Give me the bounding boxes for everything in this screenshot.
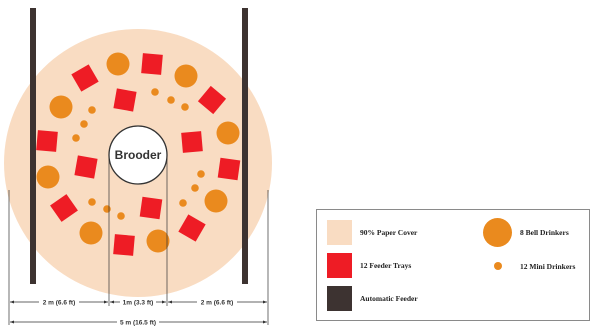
bell-drinker — [49, 95, 73, 119]
bell-drinker-swatch — [483, 218, 512, 247]
legend-item-mini-drinkers: 12 Mini Drinkers — [483, 254, 575, 278]
mini-drinker — [80, 120, 88, 128]
mini-drinker-swatch — [493, 262, 502, 270]
automatic-feeder-right — [242, 8, 248, 284]
dimension-label-center: 1m (3.3 ft) — [123, 300, 154, 307]
feeder-tray — [74, 155, 98, 179]
legend-item-paper-cover: 90% Paper Cover — [327, 220, 417, 245]
legend-label-feeder-trays: 12 Feeder Trays — [360, 261, 412, 270]
feeder-trays — [36, 53, 241, 256]
mini-drinker — [179, 199, 187, 207]
mini-drinker — [117, 212, 125, 220]
bell-drinkers — [36, 52, 240, 253]
bell-drinker — [36, 165, 60, 189]
legend: 90% Paper Cover 12 Feeder Trays Automati… — [316, 209, 590, 321]
feeder-tray — [36, 130, 58, 152]
dimension-label-right: 2 m (6.6 ft) — [201, 300, 234, 307]
bell-drinker — [204, 189, 228, 213]
legend-label-paper-cover: 90% Paper Cover — [360, 228, 418, 237]
mini-drinker — [197, 170, 205, 178]
legend-item-automatic-feeder: Automatic Feeder — [327, 286, 418, 311]
paper-cover-swatch — [327, 220, 352, 245]
feeder-tray — [71, 64, 99, 92]
feeder-tray — [113, 88, 137, 112]
arrowheads — [10, 300, 267, 324]
bell-drinker — [79, 221, 103, 245]
mini-drinker — [191, 184, 199, 192]
feeder-tray — [217, 157, 241, 181]
legend-label-mini-drinkers: 12 Mini Drinkers — [520, 261, 576, 271]
feeder-tray — [139, 196, 163, 220]
mini-drinker — [88, 198, 96, 206]
mini-drinker — [181, 103, 189, 111]
mini-drinker — [151, 88, 159, 96]
feeder-tray — [181, 131, 203, 153]
bell-drinker — [174, 64, 198, 88]
feeder-tray — [197, 85, 227, 115]
feeder-tray — [141, 53, 163, 75]
dimension-label-total: 5 m (16.5 ft) — [120, 320, 156, 327]
feeder-tray — [113, 234, 135, 256]
mini-drinker — [167, 96, 175, 104]
bell-drinker — [146, 229, 170, 253]
mini-drinker — [103, 205, 111, 213]
feeder-tray — [178, 214, 206, 242]
mini-drinker — [72, 134, 80, 142]
automatic-feeder-left — [30, 8, 36, 284]
legend-label-bell-drinkers: 8 Bell Drinkers — [520, 228, 569, 237]
bell-drinker — [216, 121, 240, 145]
mini-drinkers — [72, 88, 205, 220]
mini-drinker — [88, 106, 96, 114]
feeder-tray — [50, 194, 78, 222]
brooder: Brooder — [108, 125, 168, 185]
legend-label-automatic-feeder: Automatic Feeder — [360, 294, 418, 303]
legend-item-feeder-trays: 12 Feeder Trays — [327, 253, 411, 278]
bell-drinker — [106, 52, 130, 76]
legend-item-bell-drinkers: 8 Bell Drinkers — [483, 218, 569, 247]
feeder-tray-swatch — [327, 253, 352, 278]
brooder-label: Brooder — [115, 148, 162, 162]
automatic-feeder-swatch — [327, 286, 352, 311]
dimension-label-left: 2 m (6.6 ft) — [43, 300, 76, 307]
